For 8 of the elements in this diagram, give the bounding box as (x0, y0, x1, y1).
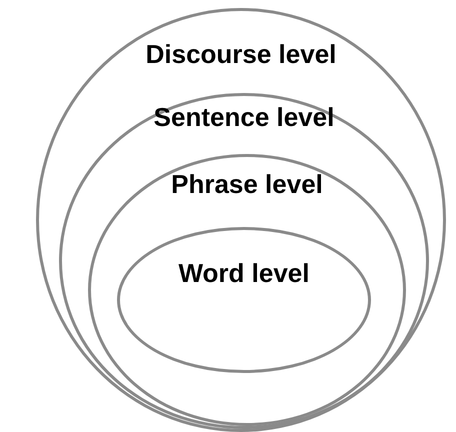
ellipse (36, 8, 446, 432)
ellipse (88, 154, 406, 426)
ellipse (117, 227, 371, 373)
level-label: Word level (178, 258, 310, 288)
level-label: Discourse level (146, 39, 336, 69)
ellipse (59, 93, 429, 429)
level-label: Phrase level (171, 169, 323, 199)
level-label: Sentence level (154, 102, 334, 132)
